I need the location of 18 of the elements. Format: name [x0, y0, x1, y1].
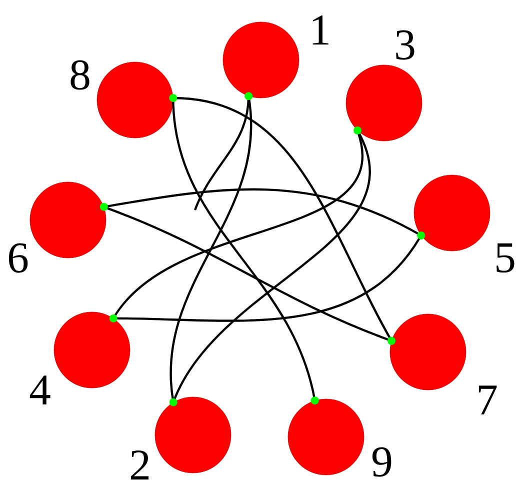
- number-label: 6: [8, 243, 28, 273]
- circle: [96, 62, 174, 138]
- number-label: 7: [478, 386, 497, 414]
- circle: [30, 182, 106, 258]
- circle: [346, 64, 422, 142]
- number-label: 9: [372, 447, 392, 477]
- number-label: 3: [396, 30, 414, 60]
- number-label: 2: [130, 450, 149, 480]
- circle: [154, 396, 232, 474]
- circle: [390, 314, 466, 390]
- circle: [222, 22, 300, 98]
- number-label: 5: [496, 243, 514, 273]
- number-label: 1: [312, 16, 328, 44]
- circle: [288, 398, 364, 476]
- circle: [414, 174, 490, 252]
- circle: [54, 312, 130, 388]
- number-label: 8: [70, 60, 90, 90]
- number-label: 4: [30, 376, 50, 404]
